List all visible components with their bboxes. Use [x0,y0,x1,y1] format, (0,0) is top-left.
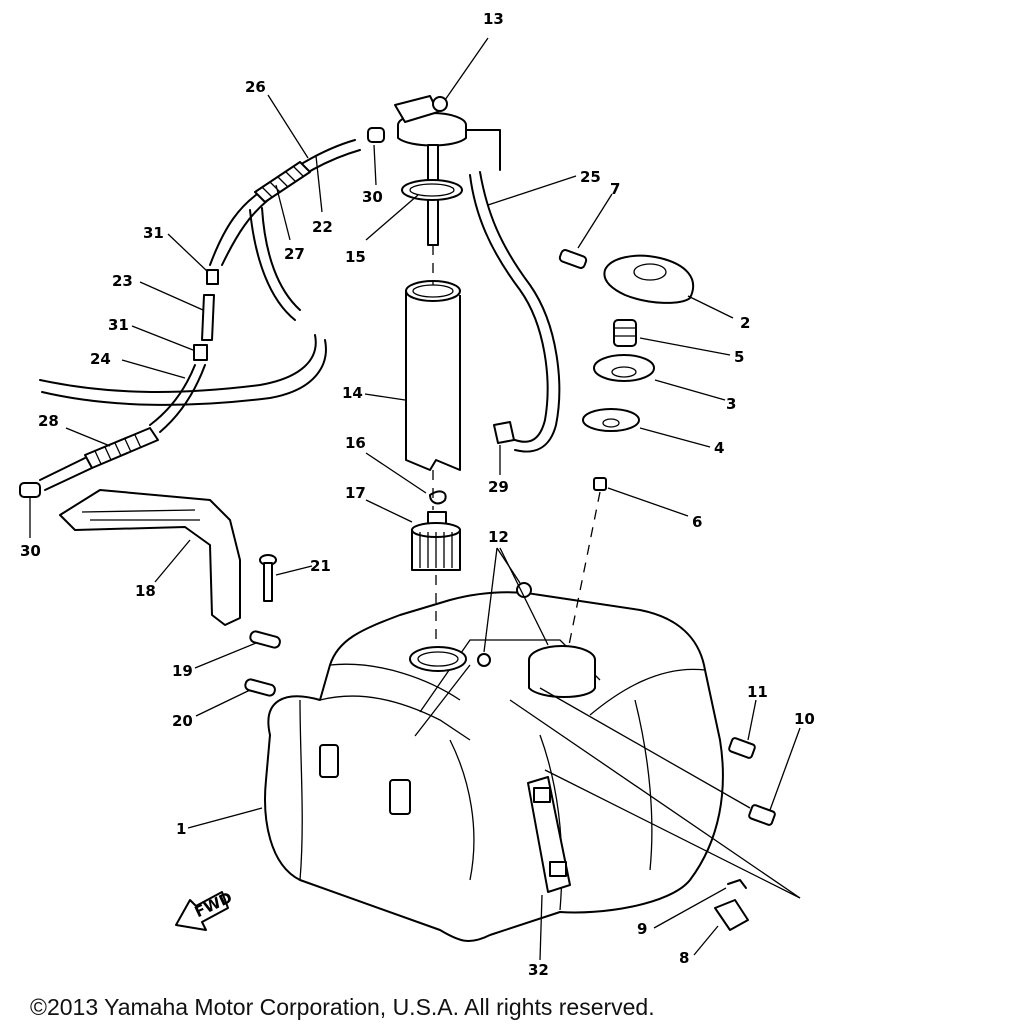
callout-22: 22 [312,218,333,236]
callout-26: 26 [245,78,266,96]
collar-lower [244,678,276,697]
callout-30-upper: 30 [362,188,383,206]
callout-15: 15 [345,248,366,266]
mounting-bracket [59,489,241,626]
callout-24: 24 [90,350,111,368]
callout-9: 9 [637,920,647,938]
side-bolts [539,687,776,826]
callout-12: 12 [488,528,509,546]
callout-labels: 1 2 3 4 5 6 7 8 9 10 11 12 13 14 15 16 1… [20,10,815,979]
filter-tube [405,280,461,471]
callout-27: 27 [284,245,305,263]
fwd-arrow: FWD [175,888,235,931]
callout-6: 6 [692,513,702,531]
fuel-gauge-head [394,95,501,171]
clip [429,490,447,505]
callout-2: 2 [740,314,750,332]
callout-10: 10 [794,710,815,728]
callout-11: 11 [747,683,768,701]
fuel-system-diagram: FWD [19,10,815,979]
callout-1: 1 [176,820,186,838]
callout-31-upper: 31 [143,224,164,242]
leader-lines [29,37,801,961]
callout-14: 14 [342,384,363,402]
callout-20: 20 [172,712,193,730]
callout-32: 32 [528,961,549,979]
callout-29: 29 [488,478,509,496]
callout-25: 25 [580,168,601,186]
o-ring [401,179,463,201]
tank-fasteners [509,699,801,931]
filler-cap-assembly [558,249,695,651]
callout-3: 3 [726,395,736,413]
bolt [259,554,277,602]
collar-upper [249,630,281,649]
callout-23: 23 [112,272,133,290]
fuel-filter [411,511,461,571]
callout-17: 17 [345,484,366,502]
callout-21: 21 [310,557,331,575]
callout-8: 8 [679,949,689,967]
callout-30-lower: 30 [20,542,41,560]
callout-31-lower: 31 [108,316,129,334]
callout-16: 16 [345,434,366,452]
callout-7: 7 [610,180,620,198]
fuel-tank [264,591,724,942]
grommet [516,582,532,598]
callout-19: 19 [172,662,193,680]
callout-4: 4 [714,439,724,457]
fuel-hoses [19,127,561,498]
callout-18: 18 [135,582,156,600]
callout-28: 28 [38,412,59,430]
callout-5: 5 [734,348,744,366]
callout-13: 13 [483,10,504,28]
copyright-notice: ©2013 Yamaha Motor Corporation, U.S.A. A… [30,994,655,1020]
